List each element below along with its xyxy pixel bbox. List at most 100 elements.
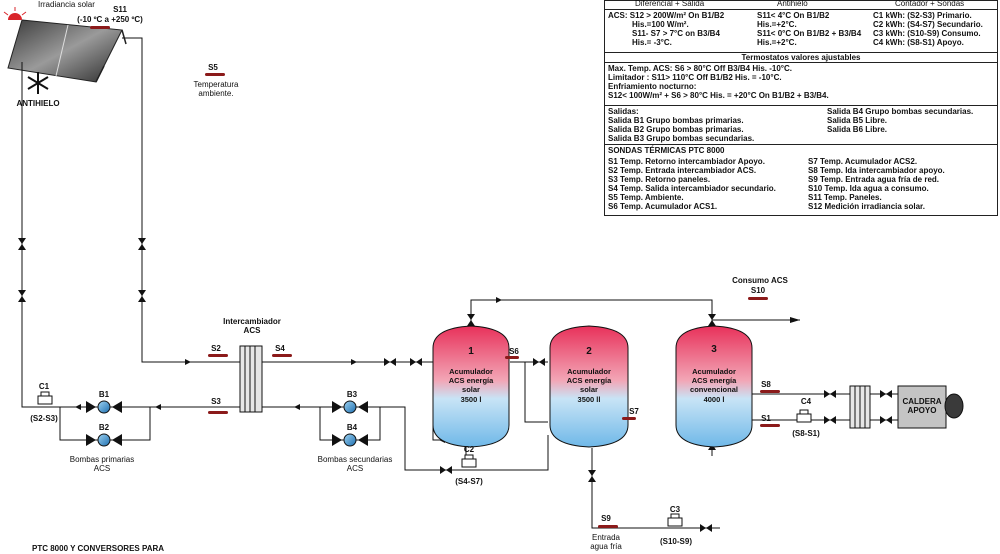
bombas-primarias-label: Bombas primarias <box>70 455 134 464</box>
caldera-label: CALDERA <box>902 397 941 406</box>
tank-3 <box>675 325 753 448</box>
sonda-item: S11 Temp. Paneles. <box>808 193 882 202</box>
apoyo-label: APOYO <box>908 406 937 415</box>
tank-2 <box>549 325 629 448</box>
tank-1-line-3: solar <box>462 385 480 394</box>
pump-b3 <box>332 400 368 414</box>
tank-3-line-3: convencional <box>690 385 738 394</box>
bombas-primarias-sub: ACS <box>94 464 110 473</box>
sonda-item: S7 Temp. Acumulador ACS2. <box>808 157 918 166</box>
sondas-title: SONDAS TÉRMICAS PTC 8000 <box>608 146 725 155</box>
tank-2-line-3: solar <box>580 385 598 394</box>
solar-panel <box>7 19 127 83</box>
tank-3-line-2: ACS energía <box>692 376 737 385</box>
pump-b4 <box>332 433 368 447</box>
tank-3-line-1: Acumulador <box>692 367 736 376</box>
c3-sub-label: (S10-S9) <box>660 537 692 546</box>
c1-label: C1 <box>39 382 50 391</box>
tank-1 <box>432 325 510 448</box>
salidas-block: Salidas: Salida B1 Grupo bombas primaria… <box>605 106 997 145</box>
sonda-item: S1 Temp. Retorno intercambiador Apoyo. <box>608 157 765 166</box>
consumo-label: Consumo ACS <box>732 276 788 285</box>
tank-2-line-1: Acumulador <box>567 367 611 376</box>
c4-sub-label: (S8-S1) <box>792 429 820 438</box>
legend-counter: Contador + Sondas <box>895 0 965 8</box>
sonda-item: S4 Temp. Salida intercambiador secundari… <box>608 184 776 193</box>
tank-1-number: 1 <box>468 346 474 357</box>
acs-col-2-line: S11< 4°C On B1/B2 <box>757 11 830 20</box>
s1-label: S1 <box>761 414 771 423</box>
pump-b1 <box>86 400 122 414</box>
legend-row: Diferencial + Salida Antihielo Contador … <box>605 0 997 10</box>
b3-label: B3 <box>347 390 358 399</box>
sonda-item: S12 Medición irradiancia solar. <box>808 202 925 211</box>
s3-sensor <box>208 411 228 414</box>
s4-sensor <box>272 354 292 357</box>
sonda-item: S5 Temp. Ambiente. <box>608 193 684 202</box>
acs-col-3-line: C1 kWh: (S2-S3) Primario. <box>873 11 972 20</box>
c4-meter <box>796 409 812 423</box>
s1-sensor <box>760 424 780 427</box>
acs-block: ACS: S12 > 200W/m² On B1/B2 His.=100 W/m… <box>605 10 997 53</box>
termostato-line: Limitador : S11> 110°C Off B1/B2 His. = … <box>608 73 782 82</box>
salida-item: Salida B2 Grupo bombas primarias. <box>608 125 744 134</box>
intercambiador-label: Intercambiador <box>223 317 281 326</box>
tank-3-number: 3 <box>711 344 717 355</box>
tank-3-line-4: 4000 l <box>704 395 725 404</box>
acs-col-3-line: C4 kWh: (S8-S1) Apoyo. <box>873 38 964 47</box>
sonda-item: S6 Temp. Acumulador ACS1. <box>608 202 718 211</box>
c4-label: C4 <box>801 397 812 406</box>
c2-meter <box>461 454 477 468</box>
legend-differential: Diferencial + Salida <box>635 0 705 8</box>
acs-col-3-line: C3 kWh: (S10-S9) Consumo. <box>873 29 981 38</box>
acs-col-1-line: His.=100 W/m². <box>632 20 689 29</box>
salida-item: Salida B5 Libre. <box>827 116 888 125</box>
s2-sensor <box>208 354 228 357</box>
sonda-item: S2 Temp. Entrada intercambiador ACS. <box>608 166 757 175</box>
termostato-line: Enfriamiento nocturno: <box>608 82 697 91</box>
salida-item: Salida B1 Grupo bombas primarias. <box>608 116 744 125</box>
arrow-icon <box>75 359 191 410</box>
acs-col-1-line: His.= -3°C. <box>632 38 672 47</box>
b2-label: B2 <box>99 423 110 432</box>
acs-col-3-line: C2 kWh: (S4-S7) Secundario. <box>873 20 983 29</box>
sonda-item: S8 Temp. Ida intercambiador apoyo. <box>808 166 945 175</box>
termostatos-block: Max. Temp. ACS: S6 > 80°C Off B3/B4 His.… <box>605 63 997 106</box>
heat-exchanger <box>239 345 263 413</box>
s6-sensor <box>505 356 519 359</box>
s10-label: S10 <box>751 286 766 295</box>
termostato-line: S12< 100W/m² + S6 > 80°C His. = +20°C On… <box>608 91 829 100</box>
sonda-item: S9 Temp. Entrada agua fría de red. <box>808 175 939 184</box>
s8-sensor <box>760 390 780 393</box>
backup-heat-exchanger <box>849 385 871 429</box>
s4-label: S4 <box>275 344 285 353</box>
s8-label: S8 <box>761 380 771 389</box>
antihielo-label: ANTIHIELO <box>16 99 59 108</box>
tank-2-line-2: ACS energía <box>567 376 612 385</box>
acs-col-2-line: His.=+2°C. <box>757 20 797 29</box>
salidas-title: Salidas: <box>608 107 639 116</box>
s9-label: S9 <box>601 514 611 523</box>
sonda-item: S3 Temp. Retorno paneles. <box>608 175 711 184</box>
acs-col-1: ACS: S12 > 200W/m² On B1/B2 His.=100 W/m… <box>608 11 758 47</box>
tank-2-number: 2 <box>586 346 592 357</box>
bombas-secundarias-sub: ACS <box>347 464 363 473</box>
acs-col-3: C1 kWh: (S2-S3) Primario. C2 kWh: (S4-S7… <box>873 11 998 47</box>
c1-meter <box>37 391 53 405</box>
irradiance-label: Irradiancia solar <box>38 0 95 9</box>
sonda-item: S10 Temp. Ida agua a consumo. <box>808 184 929 193</box>
s6-label: S6 <box>509 347 519 356</box>
salida-item: Salida B3 Grupo bombas secundarias. <box>608 134 755 143</box>
footer-label: PTC 8000 Y CONVERSORES PARA <box>32 544 164 553</box>
boiler <box>897 385 964 429</box>
s3-label: S3 <box>211 397 221 406</box>
s7-label: S7 <box>629 407 639 416</box>
irradiance-sensor-icon <box>3 7 27 20</box>
intercambiador-sub: ACS <box>244 326 262 335</box>
c2-label: C2 <box>464 445 475 454</box>
s9-sensor <box>598 525 618 528</box>
s2-label: S2 <box>211 344 221 353</box>
control-info-panel: Diferencial + Salida Antihielo Contador … <box>604 0 998 216</box>
legend-antihielo: Antihielo <box>777 0 808 8</box>
